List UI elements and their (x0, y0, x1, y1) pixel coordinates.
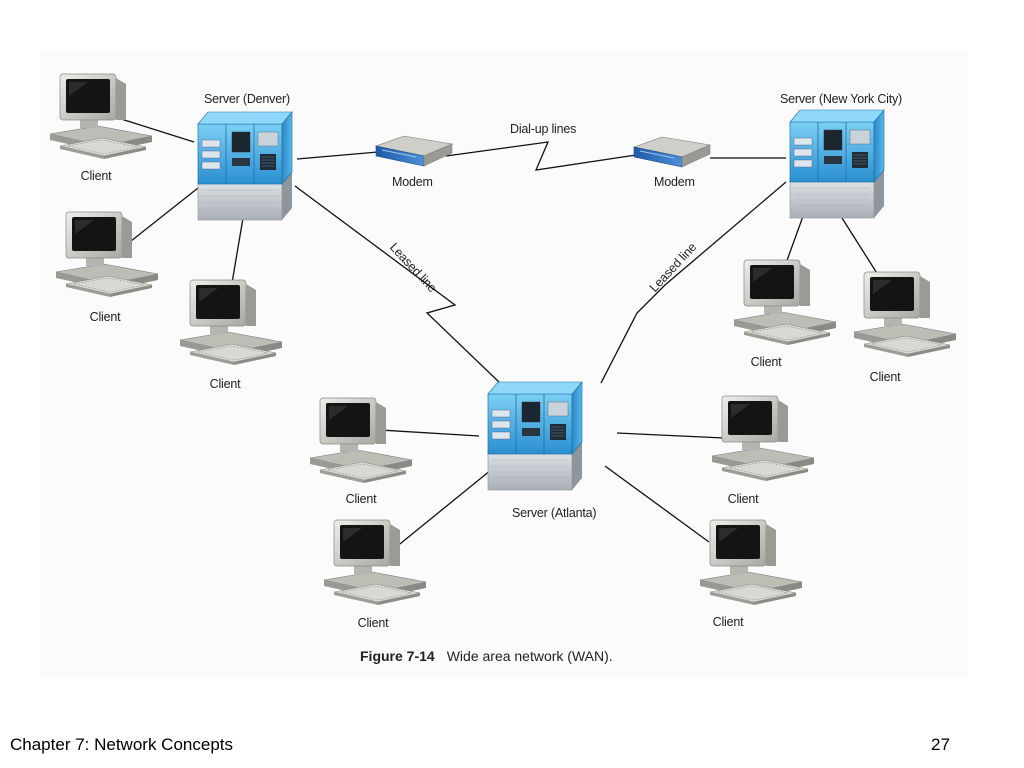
label-dialup-lines: Dial-up lines (510, 122, 577, 136)
client-denver-3-icon (179, 279, 283, 366)
label-server-denver: Server (Denver) (204, 92, 290, 106)
footer-chapter: Chapter 7: Network Concepts (10, 735, 233, 754)
footer-page-number: 27 (931, 735, 950, 754)
label-client-nyc-2: Client (869, 370, 901, 384)
client-atlanta-3-icon (711, 395, 815, 482)
label-modem-nyc: Modem (654, 175, 695, 189)
figure-caption: Figure 7-14 Wide area network (WAN). (360, 648, 613, 664)
label-server-nyc: Server (New York City) (780, 92, 903, 106)
label-client-denver-2: Client (89, 310, 121, 324)
label-client-atlanta-3: Client (727, 492, 759, 506)
client-denver-1-icon (49, 73, 153, 160)
label-server-atlanta: Server (Atlanta) (512, 506, 597, 520)
client-atlanta-2-icon (323, 519, 427, 606)
client-denver-2-icon (55, 211, 159, 298)
modem-nyc-icon (633, 136, 711, 168)
modem-denver-icon (375, 135, 453, 167)
label-client-nyc-1: Client (750, 355, 782, 369)
label-client-denver-1: Client (80, 169, 112, 183)
label-client-atlanta-2: Client (357, 616, 389, 630)
server-atlanta-icon (487, 381, 583, 491)
client-nyc-1-icon (733, 259, 837, 346)
figure-number: Figure 7-14 (360, 648, 435, 664)
figure-caption-text: Wide area network (WAN). (446, 648, 613, 664)
server-nyc-icon (789, 109, 885, 219)
label-client-atlanta-4: Client (712, 615, 744, 629)
label-modem-denver: Modem (392, 175, 433, 189)
client-nyc-2-icon (853, 271, 957, 358)
label-client-denver-3: Client (209, 377, 241, 391)
client-atlanta-4-icon (699, 519, 803, 606)
client-atlanta-1-icon (309, 397, 413, 484)
label-client-atlanta-1: Client (345, 492, 377, 506)
server-denver-icon (197, 111, 293, 221)
